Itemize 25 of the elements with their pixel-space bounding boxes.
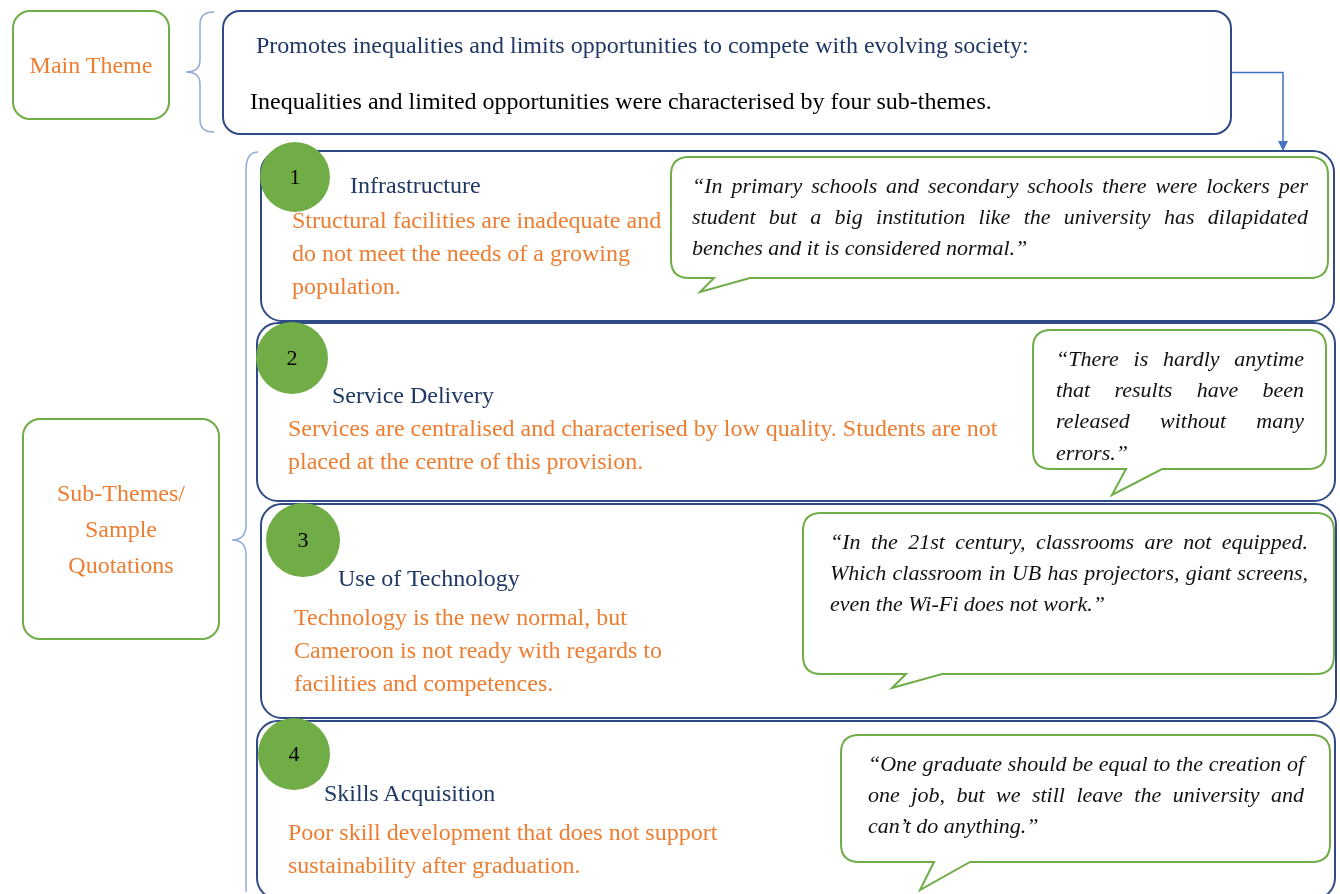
theme-panel xyxy=(256,322,1336,502)
subtheme-description: Technology is the new normal, but Cameroon is not ready with regards to facilities and competences. xyxy=(294,603,663,699)
theme-label-box: Sub-Themes/ Sample Quotations xyxy=(22,418,220,640)
subtheme-description: Services are centralised and characterised by low quality. Students are not placed at the centre of this provision. xyxy=(288,414,999,477)
main-theme-box xyxy=(222,10,1232,135)
subtheme-title: Infrastructure xyxy=(350,172,481,199)
quote-text: “In primary schools and secondary schools there were lockers per student but a big institution like the university has dilapidated benches and it is considered normal.” xyxy=(692,172,1308,263)
speech-bubble xyxy=(1032,329,1328,497)
theme-panel xyxy=(256,720,1336,894)
subtheme-title: Use of Technology xyxy=(338,565,520,592)
description-text: Inequalities and limited opportunities were characterised by four sub-themes. xyxy=(250,88,992,115)
quote-text: “In the 21st century, classrooms are not equipped. Which classroom in UB has projectors, giant screens, even the Wi-Fi does not work.” xyxy=(830,528,1308,619)
speech-bubble xyxy=(802,512,1336,690)
arrow xyxy=(1231,71,1288,151)
theme-panel xyxy=(260,503,1337,719)
number-circle: 3 xyxy=(266,503,340,577)
number-circle: 2 xyxy=(256,322,328,394)
heading-text: Promotes inequalities and limits opportunities to compete with evolving society: xyxy=(256,32,1029,59)
speech-bubble xyxy=(840,734,1332,892)
number-circle: 1 xyxy=(260,142,330,212)
quote-text: “There is hardly anytime that results have been released without many errors.” xyxy=(1056,345,1304,467)
subtheme-description: Poor skill development that does not support sustainability after graduation. xyxy=(288,818,719,881)
subtheme-title: Service Delivery xyxy=(332,382,494,409)
theme-label-box: Main Theme xyxy=(12,10,170,120)
speech-bubble xyxy=(670,156,1330,294)
